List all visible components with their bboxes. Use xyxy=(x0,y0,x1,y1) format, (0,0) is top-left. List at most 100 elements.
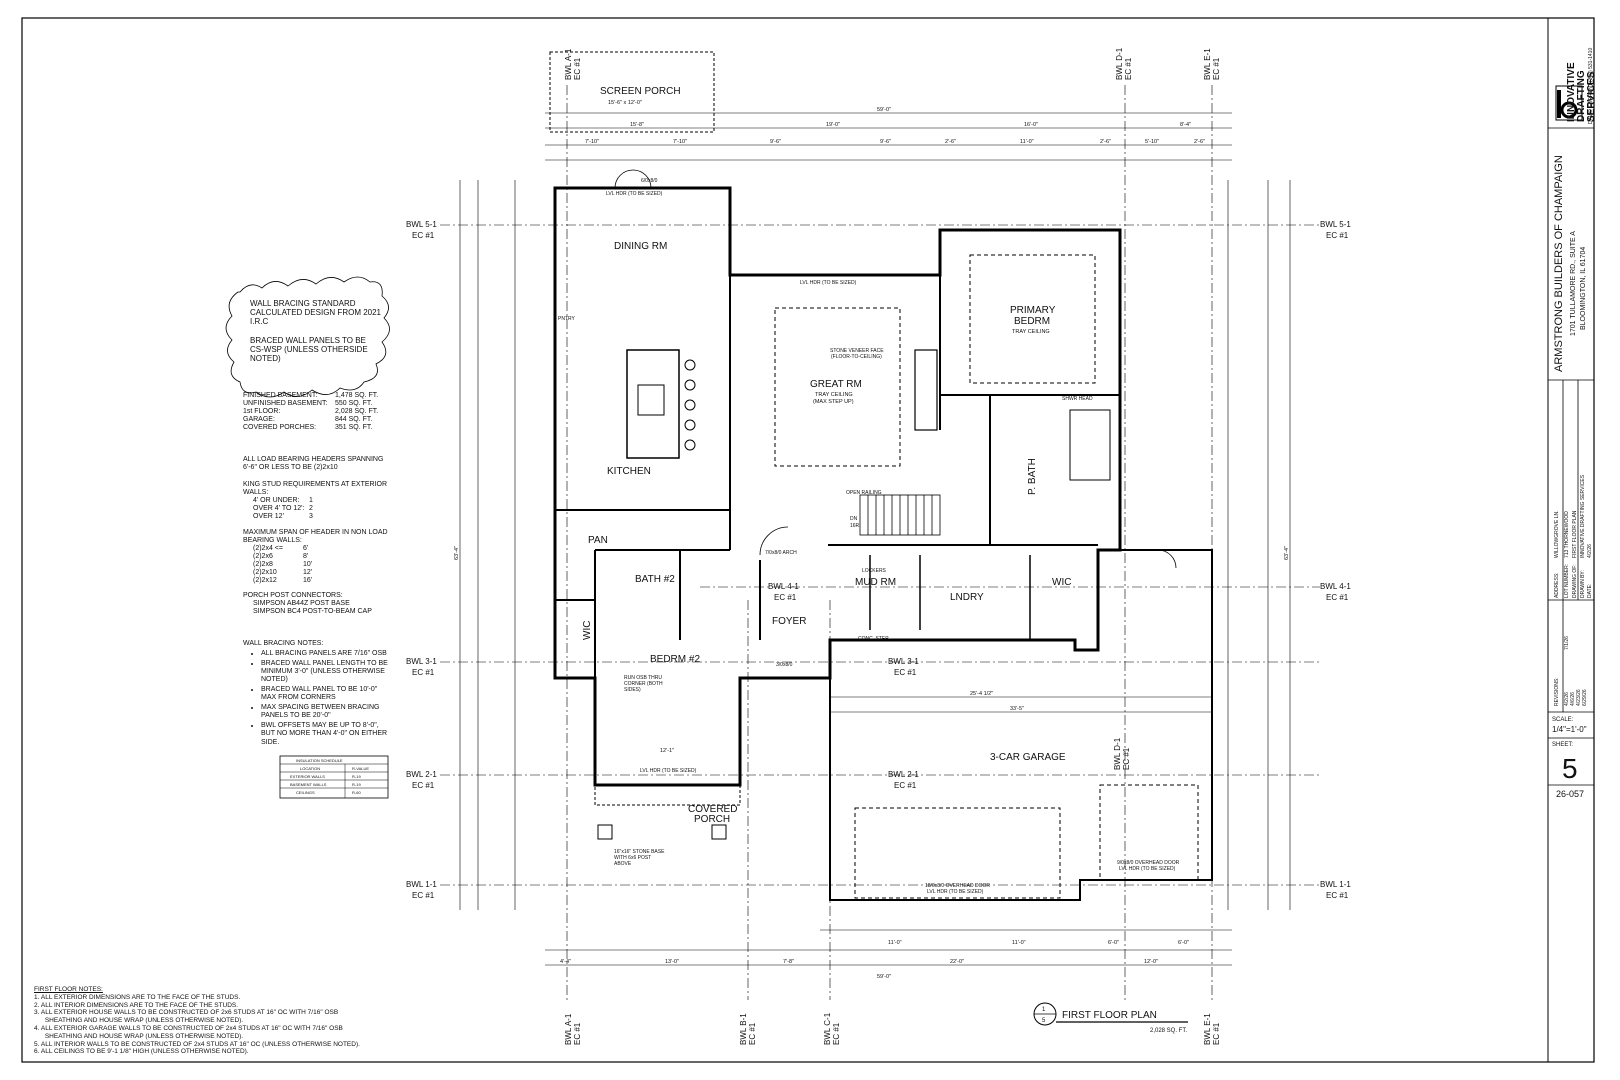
dim-overall-bottom: 59'-0" xyxy=(877,974,891,980)
dimension-text: 59'-0" 59'-0" 15'-8" 19'-0" 16'-0" 8'-4"… xyxy=(454,107,1290,980)
dim-overall-top: 59'-0" xyxy=(877,107,891,113)
scale-label: SCALE: xyxy=(1552,717,1574,723)
header-note: ALL LOAD BEARING HEADERS SPANNING 6'-6" … xyxy=(243,456,384,472)
bwl-bottom-c1-ec: EC #1 xyxy=(832,1022,841,1045)
room-kitchen: KITCHEN xyxy=(607,466,651,477)
bwl-top-e1-ec: EC #1 xyxy=(1212,57,1221,80)
bwl-left-3-ec: EC #1 xyxy=(412,668,435,677)
revision-1: 4/2/26 xyxy=(1564,692,1570,706)
bwl-inner-2: BWL 2-1 xyxy=(888,770,919,779)
room-great-sub1: TRAY CEILING xyxy=(815,392,853,398)
first-floor-notes: FIRST FLOOR NOTES: 1. ALL EXTERIOR DIMEN… xyxy=(34,986,360,1056)
field-drawnby-label: DRAWN BY: xyxy=(1580,570,1586,598)
note-door-6080: 6/0x8/0 xyxy=(641,178,658,184)
room-covered-line2: PORCH xyxy=(694,814,730,825)
floor-note-item: 1. ALL EXTERIOR DIMENSIONS ARE TO THE FA… xyxy=(34,993,241,1001)
room-mud: MUD RM xyxy=(855,577,896,588)
note-overhead2: 9/0x8/0 OVERHEAD DOOR xyxy=(1117,860,1180,866)
dimension-lines xyxy=(459,112,1291,966)
revision-5: 7/1/26 xyxy=(1564,636,1570,650)
company-logo-icon xyxy=(1555,85,1583,121)
dim-second-3: 9'-6" xyxy=(770,139,781,145)
sheet-border xyxy=(21,17,1595,1063)
client-name: ARMSTRONG BUILDERS OF CHAMPAIGN xyxy=(1553,155,1565,372)
bwl-right-1-ec: EC #1 xyxy=(1326,891,1349,900)
porch-post-note: PORCH POST CONNECTORS: SIMPSON AB44Z POS… xyxy=(243,592,372,616)
screen-porch-outline xyxy=(549,51,715,133)
room-screen-porch: SCREEN PORCH xyxy=(600,86,681,97)
field-lot-label: LOT NUMBER: xyxy=(1564,564,1570,598)
dim-top-2: 19'-0" xyxy=(826,122,840,128)
plan-annotations: LOCKERS OPEN RAILING DN 16R PNTRY STONE … xyxy=(558,178,1180,895)
room-labels: SCREEN PORCH 15'-6" x 12'-0" DINING RM K… xyxy=(582,86,1071,825)
floor-note-item: 5. ALL INTERIOR WALLS TO BE CONSTRUCTED … xyxy=(34,1040,360,1048)
dim-bottom-2: 13'-0" xyxy=(665,959,679,965)
floor-note-item: 6. ALL CEILINGS TO BE 9'-1 1/8" HIGH (UN… xyxy=(34,1048,249,1056)
dim-top-1: 15'-8" xyxy=(630,122,644,128)
insulation-table: INSULATION SCHEDULE LOCATION R-VALUE EXT… xyxy=(290,758,369,795)
note-overhead1b: LVL HDR (TO BE SIZED) xyxy=(927,889,984,895)
bwl-left-5: BWL 5-1 xyxy=(406,220,437,229)
dim-bottom-4: 22'-0" xyxy=(950,959,964,965)
bwl-bottom-b1: BWL B-1 xyxy=(739,1013,748,1045)
area-row: 1st FLOOR:2,028 SQ. FT. xyxy=(243,408,379,416)
bwl-inner-3: BWL 3-1 xyxy=(888,657,919,666)
room-wic-right: WIC xyxy=(1052,577,1071,588)
field-drawnby-value: INNOVATIVE DRAFTING SERVICES xyxy=(1580,474,1586,558)
dim-second-6: 11'-0" xyxy=(1020,139,1034,145)
note-pntry: PNTRY xyxy=(558,316,576,322)
note-lockers: LOCKERS xyxy=(862,568,887,574)
room-wic-left: WIC xyxy=(582,621,593,640)
cloud-note-line: I.R.C xyxy=(250,317,269,327)
max-span-note: MAXIMUM SPAN OF HEADER IN NON LOAD BEARI… xyxy=(243,529,388,585)
cloud-note-line: BRACED WALL PANELS TO BE xyxy=(250,335,366,345)
dim-second-4: 9'-6" xyxy=(880,139,891,145)
revision-3: 4/23/26 xyxy=(1576,689,1582,706)
bwl-left-2-ec: EC #1 xyxy=(412,781,435,790)
bwl-inner-4-ec: EC #1 xyxy=(774,593,797,602)
field-lot-value: 713 THORNEWOOD xyxy=(1564,511,1570,558)
insulation-table-frame xyxy=(279,755,389,799)
insulation-row3-loc: CEILINGS xyxy=(296,790,315,795)
bwl-inner-d1: BWL D-1 xyxy=(1113,737,1122,770)
bracing-note-item: MAX SPACING BETWEEN BRACING PANELS TO BE… xyxy=(261,704,393,720)
insulation-header-rvalue: R-VALUE xyxy=(352,766,369,771)
note-lvl-porch: LVL HDR (TO BE SIZED) xyxy=(640,768,697,774)
insulation-row1-val: R-19 xyxy=(352,774,361,779)
bwl-left-2: BWL 2-1 xyxy=(406,770,437,779)
note-run-osb2: CORNER (BOTH xyxy=(624,681,663,687)
insulation-row3-val: R-60 xyxy=(352,790,361,795)
dim-second-9: 2'-6" xyxy=(1194,139,1205,145)
room-primary-sub: TRAY CEILING xyxy=(1012,329,1050,335)
note-run-osb3: SIDES) xyxy=(624,687,641,693)
insulation-row2-val: R-19 xyxy=(352,782,361,787)
bwl-inner-3-ec: EC #1 xyxy=(894,668,917,677)
room-garage: 3-CAR GARAGE xyxy=(990,752,1066,763)
dim-bottom2-2: 11'-0" xyxy=(1012,940,1026,946)
dim-garage-width: 33'-5" xyxy=(1010,706,1024,712)
note-arch1: 7/0x8/0 ARCH xyxy=(765,550,797,556)
room-foyer: FOYER xyxy=(772,616,806,627)
revision-4: 6/29/26 xyxy=(1582,689,1588,706)
area-row: GARAGE:844 SQ. FT. xyxy=(243,416,373,424)
bwl-top-d1-ec: EC #1 xyxy=(1124,57,1133,80)
bwl-right-5: BWL 5-1 xyxy=(1320,220,1351,229)
floor-note-item: SHEATHING AND HOUSE WRAP (UNLESS OTHERWI… xyxy=(34,1017,244,1025)
company-name-3: SERVICES xyxy=(1586,71,1597,122)
bwl-inner-2-ec: EC #1 xyxy=(894,781,917,790)
title-block: INNOVATIVE DRAFTING SERVICES DAVID CURRE… xyxy=(1552,48,1597,799)
bwl-top-a1: BWL A-1 xyxy=(564,48,573,80)
area-row: UNFINISHED BASEMENT:550 SQ. FT. xyxy=(243,400,373,408)
note-overhead1: 18/0x8/0 OVERHEAD DOOR xyxy=(925,883,990,889)
room-great-sub2: (MAX STEP UP) xyxy=(813,399,854,405)
note-stone-base: 16"x16" STONE BASE xyxy=(614,849,665,855)
bwl-left-1: BWL 1-1 xyxy=(406,880,437,889)
note-run-osb1: RUN OSB THRU xyxy=(624,675,662,681)
bwl-bottom-a1: BWL A-1 xyxy=(564,1013,573,1045)
bwl-inner-4: BWL 4-1 xyxy=(768,582,799,591)
bwl-bottom-a1-ec: EC #1 xyxy=(573,1022,582,1045)
scale-value: 1/4"=1'-0" xyxy=(1552,725,1587,734)
title-block-lines xyxy=(1548,127,1594,786)
room-lndry: LNDRY xyxy=(950,592,984,603)
